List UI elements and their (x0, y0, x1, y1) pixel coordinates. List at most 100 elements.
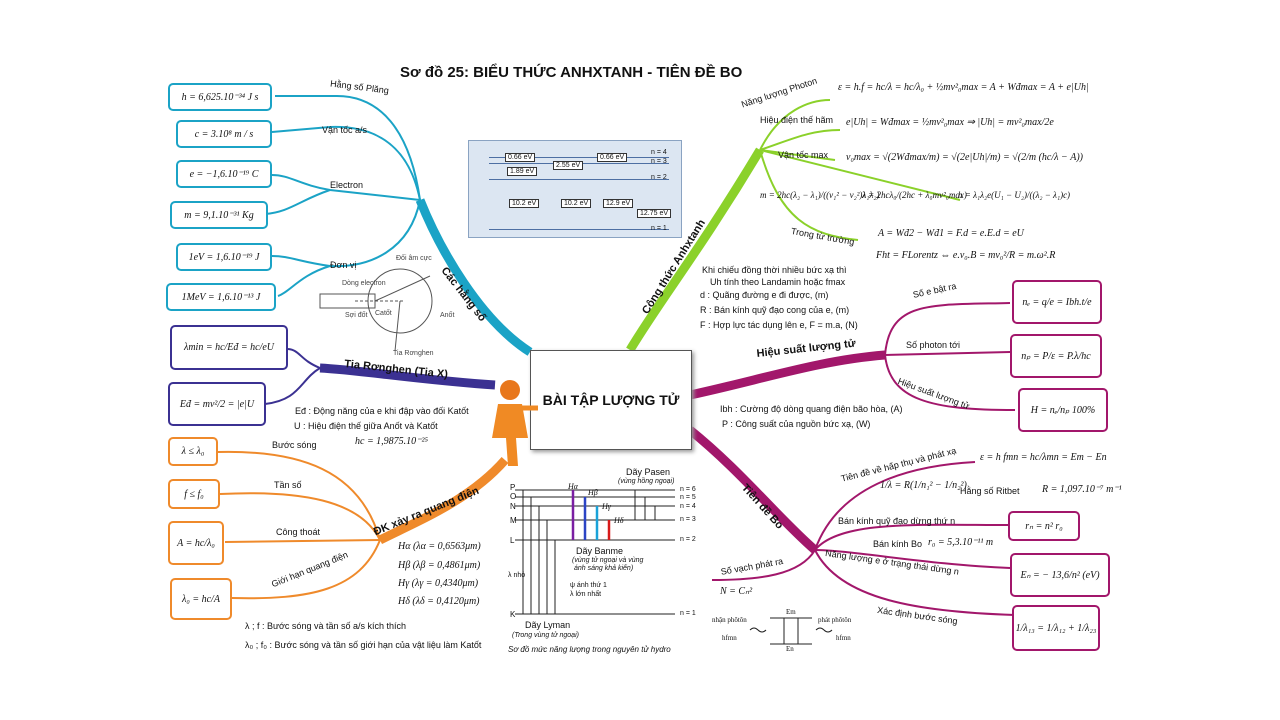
emit-em: Em (786, 608, 796, 616)
constant-box-ev: 1eV = 1,6.10⁻¹⁹ J (176, 243, 272, 271)
efficiency-note-p: P : Công suất của nguồn bức xạ, (W) (722, 419, 871, 429)
einstein-formula-h: h = λ₁λ₂e(U₁ − U₂)/((λ₂ − λ₁)c) (958, 190, 1071, 200)
tube-label-xray: Tia Rơnghen (393, 350, 434, 357)
bohr-box-rn: rₙ = n² r₀ (1008, 511, 1080, 541)
series-paschen-desc: (vùng hồng ngoại) (618, 478, 675, 485)
emission-diagram (749, 617, 833, 645)
shell-n: N (510, 502, 516, 511)
constant-box-m: m = 9,1.10⁻³¹ Kg (170, 201, 268, 229)
einstein-note-f: F : Hợp lực tác dụng lên e, F = m.a, (N) (700, 320, 858, 330)
branch-constants-line (415, 198, 533, 356)
shell-k: K (510, 610, 516, 619)
einstein-note-2: Uh tính theo Landamin hoặc fmax (710, 277, 846, 287)
emit-en: En (786, 645, 794, 653)
photo-note-lambda-f: λ ; f : Bước sóng và tần số a/s kích thí… (245, 621, 406, 631)
shell-p: P (510, 483, 516, 492)
series-lyman-desc: (Trong vùng tử ngoại) (512, 632, 579, 639)
photo-box-lambda0: λ₀ = hc/A (170, 578, 232, 620)
level-n5: n = 5 (680, 494, 696, 501)
series-lyman: Dãy Lyman (525, 620, 571, 630)
einstein-formula-mass: m = 2hc(λ₂ − λ₁)/((v₁² − v₂²)λ₁λ₂) (760, 190, 880, 200)
series-balmer-desc1: (vùng tử ngoại và vùng (572, 557, 644, 564)
hline-beta: Hβ (588, 488, 598, 497)
einstein-label-stopping: Hiệu điện thế hãm (760, 115, 834, 125)
hline-alpha: Hα (568, 482, 578, 491)
constant-label-electron: Electron (330, 180, 364, 190)
energy-level-n2: n = 2 (651, 174, 667, 181)
energy-label-2: 2.55 eV (553, 161, 584, 170)
energy-label-7: 12.9 eV (603, 199, 634, 208)
einstein-formula-work: A = Wđ2 − Wđ1 = F.d = e.E.d = eU (878, 228, 1024, 239)
einstein-label-vmax: Vận tốc max (778, 150, 829, 160)
bohr-formula-epsilon: ε = h fmn = hc/λmn = Em − En (980, 452, 1107, 463)
xray-box-kinetic: Eđ = mv²/2 = |e|U (168, 382, 266, 426)
einstein-formula-photon: ε = h.f = hc/λ = hc/λ₀ + ½mv²₀max = A + … (838, 82, 1089, 93)
photo-box-f: f ≤ f₀ (168, 479, 220, 509)
teacher-figure (492, 380, 538, 466)
photo-box-lambda: λ ≤ λ₀ (168, 437, 218, 466)
bohr-box-en: Eₙ = − 13,6/n² (eV) (1010, 553, 1110, 597)
shell-o: O (510, 492, 517, 501)
bohr-label-orbit: Bán kính quỹ đạo dừng thứ n (838, 516, 956, 526)
bohr-formula-n: N = Cₙ² (720, 586, 753, 597)
tube-label-anticathode: Đối âm cực (396, 255, 432, 262)
constant-label-unit: Đơn vị (330, 260, 357, 270)
center-node: BÀI TẬP LƯỢNG TỬ (530, 350, 692, 450)
constant-box-planck: h = 6,625.10⁻³⁴ J s (168, 83, 272, 111)
shell-l: L (510, 536, 515, 545)
level-n1: n = 1 (680, 610, 696, 617)
bohr-label-radius: Bán kính Bo (873, 539, 923, 549)
hydrogen-caption: Sơ đồ mức năng lượng trong nguyên tử hyd… (508, 645, 671, 654)
balmer-line-gamma: Hγ (λγ = 0,4340μm) (398, 578, 479, 589)
energy-level-n1: n = 1 (651, 225, 667, 232)
energy-label-5: 10.2 eV (509, 199, 540, 208)
hline-delta: Hδ (614, 516, 624, 525)
balmer-line-delta: Hδ (λδ = 0,4120μm) (398, 596, 480, 607)
level-n4: n = 4 (680, 503, 696, 510)
page-title: Sơ đồ 25: BIỂU THỨC ANHXTANH - TIÊN ĐỀ B… (400, 64, 743, 81)
constant-box-c: c = 3.10⁸ m / s (176, 120, 272, 148)
balmer-line-beta: Hβ (λβ = 0,4861μm) (398, 560, 481, 571)
note-small-lambda: λ nhỏ (508, 572, 526, 579)
energy-level-n3: n = 3 (651, 158, 667, 165)
efficiency-box-np: nₚ = P/ε = P.λ/hc (1010, 334, 1102, 378)
xray-box-lambda-min: λmin = hc/Eđ = hc/eU (170, 325, 288, 370)
bohr-box-lambda: 1/λ₁₃ = 1/λ₁₂ + 1/λ₂₃ (1012, 605, 1100, 651)
level-n6: n = 6 (680, 486, 696, 493)
constant-label-light-speed: Vận tốc a/s (322, 125, 368, 135)
einstein-note-d: d : Quãng đường e đi được, (m) (700, 290, 829, 300)
energy-label-8: 12.75 eV (637, 209, 672, 218)
photo-label-wavelength: Bước sóng (272, 440, 317, 450)
einstein-note-1: Khi chiếu đồng thời nhiều bức xạ thì (702, 265, 847, 275)
emit-receive-hf: hfmn (722, 634, 737, 642)
tube-label-electrons: Dòng electron (342, 280, 386, 287)
bohr-formula-rydberg: 1/λ = R(1/n₁² − 1/n₂²) (880, 480, 967, 491)
emit-send: phát phôtôn (818, 616, 852, 624)
energy-level-diagram: 0.66 eV 2.55 eV 0.66 eV 1.89 eV 10.2 eV … (468, 140, 682, 238)
xray-note-u: U : Hiệu điện thế giữa Anốt và Katốt (294, 421, 438, 431)
efficiency-label-photons: Số photon tới (906, 340, 960, 350)
xray-tube-illustration (319, 268, 433, 352)
level-n2: n = 2 (680, 536, 696, 543)
bohr-label-rydberg: Hằng số Ritbet (960, 486, 1020, 496)
series-balmer-desc2: ánh sáng khả kiến) (574, 565, 634, 572)
level-n3: n = 3 (680, 516, 696, 523)
efficiency-box-h: H = nₑ/nₚ 100% (1018, 388, 1108, 432)
photo-label-work-function: Công thoát (276, 527, 321, 537)
tube-label-filament: Sợi đốt (345, 312, 368, 319)
energy-label-1: 0.66 eV (505, 153, 536, 162)
energy-label-6: 10.2 eV (561, 199, 592, 208)
photo-box-a: A = hc/λ₀ (168, 521, 224, 565)
note-largest-lambda: λ lớn nhất (570, 591, 602, 598)
note-first-line: ψ ánh thứ 1 (570, 582, 607, 589)
constant-box-mev: 1MeV = 1,6.10⁻¹³ J (166, 283, 276, 311)
photo-note-threshold: λ₀ ; f₀ : Bước sóng và tần số giới hạn c… (245, 640, 482, 650)
tube-label-anode: Anốt (440, 312, 455, 319)
einstein-note-r: R : Bán kính quỹ đạo cong của e, (m) (700, 305, 850, 315)
einstein-formula-lorentz: Fht = FLorentz ⇔ e.v₀.B = mv₀²/R = m.ω².… (876, 250, 1056, 261)
energy-level-n4: n = 4 (651, 149, 667, 156)
emit-send-hf: hfmn (836, 634, 851, 642)
tube-label-cathode: Catốt (375, 310, 392, 317)
series-paschen: Dãy Pasen (626, 467, 671, 477)
